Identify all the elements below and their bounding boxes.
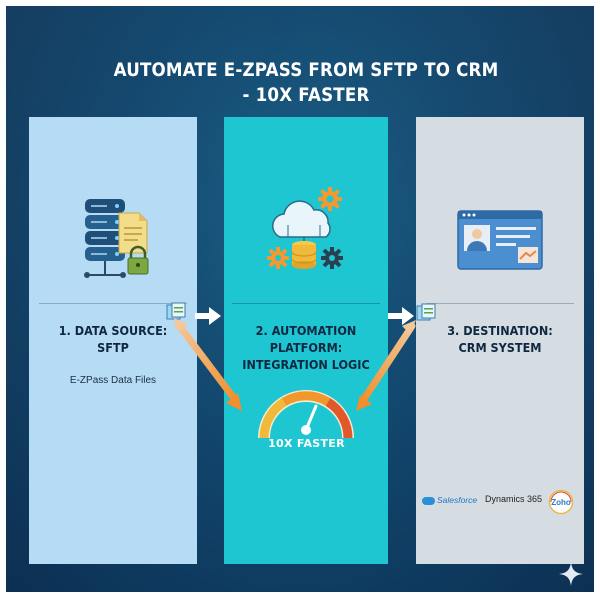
panel-label-line-2: CRM SYSTEM bbox=[458, 340, 542, 355]
orange-arrow-left bbox=[174, 318, 242, 411]
cloud-gears-database-icon bbox=[267, 187, 343, 269]
gear-icon bbox=[267, 247, 289, 269]
panel-divider bbox=[232, 303, 380, 304]
speedometer-icon bbox=[258, 390, 354, 439]
gear-icon bbox=[321, 247, 343, 269]
server-lock-icon bbox=[84, 199, 149, 278]
panel-label-line-2: INTEGRATION LOGIC bbox=[242, 357, 370, 372]
zoho-text: Zoho bbox=[551, 498, 571, 507]
gear-icon bbox=[318, 187, 342, 211]
panel-label-line-1: 2. AUTOMATION PLATFORM: bbox=[255, 323, 357, 355]
panel-label-line-2: SFTP bbox=[97, 340, 129, 355]
panel-label: 1. DATA SOURCE: SFTP bbox=[37, 322, 188, 356]
panel-automation-platform: 2. AUTOMATION PLATFORM: INTEGRATION LOGI… bbox=[224, 117, 388, 564]
small-file-icon bbox=[166, 302, 186, 320]
zoho-logo: Zoho bbox=[548, 489, 574, 515]
title-line-2: - 10X FASTER bbox=[242, 84, 370, 106]
panel-divider bbox=[39, 303, 187, 304]
panel-label-line-1: 1. DATA SOURCE: bbox=[58, 323, 168, 338]
sparkle-icon bbox=[559, 562, 583, 586]
panel-label-line-1: 3. DESTINATION: bbox=[447, 323, 553, 338]
diagram-title: AUTOMATE E-ZPASS FROM SFTP TO CRM - 10X … bbox=[95, 58, 517, 108]
diagram-canvas: AUTOMATE E-ZPASS FROM SFTP TO CRM - 10X … bbox=[6, 6, 594, 592]
salesforce-text: Salesforce bbox=[437, 495, 478, 505]
panel-destination: 3. DESTINATION: CRM SYSTEM Salesforce Dy… bbox=[416, 117, 584, 564]
salesforce-cloud-icon bbox=[422, 496, 435, 505]
orange-flow-arrows bbox=[174, 318, 416, 411]
small-file-icon bbox=[416, 303, 436, 321]
panel-subtext: E-ZPass Data Files bbox=[69, 375, 157, 386]
salesforce-logo: Salesforce bbox=[422, 495, 477, 505]
crm-logos: Salesforce Dynamics 365 Zoho bbox=[420, 489, 580, 515]
panel-label: 3. DESTINATION: CRM SYSTEM bbox=[424, 322, 575, 356]
dynamics-365-logo: Dynamics 365 bbox=[485, 494, 543, 504]
panel-data-source: 1. DATA SOURCE: SFTP E-ZPass Data Files bbox=[29, 117, 197, 564]
crm-profile-card-icon bbox=[457, 210, 543, 270]
panel-divider bbox=[426, 303, 574, 304]
orange-arrow-right bbox=[356, 320, 416, 411]
title-line-1: AUTOMATE E-ZPASS FROM SFTP TO CRM bbox=[113, 59, 499, 81]
panel-label: 2. AUTOMATION PLATFORM: INTEGRATION LOGI… bbox=[232, 322, 380, 373]
arrow-right-icon bbox=[195, 307, 221, 325]
speedometer-label: 10X FASTER bbox=[268, 437, 345, 450]
arrow-right-icon bbox=[388, 307, 414, 325]
